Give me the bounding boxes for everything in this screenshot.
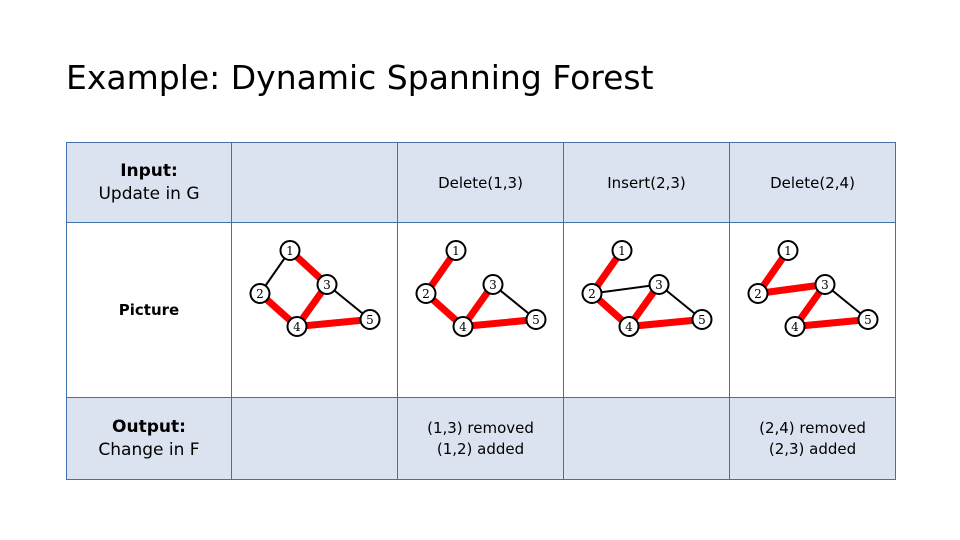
graph-after-insert-2-3: 1 2 3 4 5	[564, 223, 729, 397]
graph-edge-2-3	[757, 281, 825, 297]
graph-node-label-2: 2	[256, 287, 264, 301]
graph-node-label-1: 1	[286, 244, 294, 258]
graph-node-label-4: 4	[791, 320, 799, 334]
graph-node-label-5: 5	[366, 313, 374, 327]
graph-after-delete-2-4: 1 2 3 4 5	[730, 223, 895, 397]
graph-cell-delete-1-3: 1 2 3 4 5	[397, 222, 564, 398]
output-label-line1: Output:	[112, 417, 186, 438]
output-line2: (1,2) added	[436, 439, 525, 458]
graph-edge-4-5	[628, 316, 702, 330]
graph-cell-initial: 1 2 3 4 5	[231, 222, 398, 398]
graph-node-label-4: 4	[293, 320, 301, 334]
output-cell-insert-2-3	[563, 397, 730, 480]
graph-cell-delete-2-4: 1 2 3 4 5	[729, 222, 896, 398]
graph-node-label-3: 3	[655, 278, 663, 292]
header-cell-delete-1-3: Delete(1,3)	[397, 142, 564, 223]
page-title: Example: Dynamic Spanning Forest	[66, 58, 654, 97]
graph-node-label-5: 5	[532, 313, 540, 327]
graph-cell-insert-2-3: 1 2 3 4 5	[563, 222, 730, 398]
graph-node-2	[747, 283, 768, 304]
graph-node-1	[611, 240, 632, 261]
output-cell-initial	[231, 397, 398, 480]
header-cell-initial	[231, 142, 398, 223]
graph-node-label-3: 3	[323, 278, 331, 292]
graph-node-1	[445, 240, 466, 261]
output-cell-delete-2-4: (2,4) removed (2,3) added	[729, 397, 896, 480]
row-header-input: Input: Update in G	[66, 142, 232, 223]
row-header-picture: Picture	[66, 222, 232, 398]
graph-after-delete-1-3: 1 2 3 4 5	[398, 223, 563, 397]
graph-node-label-5: 5	[698, 313, 706, 327]
graph-node-3	[648, 274, 669, 295]
graph-node-label-5: 5	[864, 313, 872, 327]
graph-node-label-2: 2	[588, 287, 596, 301]
output-label-line2: Change in F	[98, 439, 200, 460]
graph-node-4	[286, 316, 307, 337]
output-line1: (1,3) removed	[427, 419, 534, 438]
graph-node-2	[581, 283, 602, 304]
graph-node-label-1: 1	[452, 244, 460, 258]
graph-node-5	[525, 309, 546, 330]
graph-edge-4-5	[794, 316, 868, 330]
graph-node-4	[618, 316, 639, 337]
output-cell-delete-1-3: (1,3) removed (1,2) added	[397, 397, 564, 480]
graph-node-label-2: 2	[422, 287, 430, 301]
graph-node-5	[857, 309, 878, 330]
graph-node-1	[279, 240, 300, 261]
graph-edge-2-3	[591, 283, 659, 295]
graph-node-2	[249, 283, 270, 304]
graph-node-label-1: 1	[618, 244, 626, 258]
table-row-output: Output: Change in F (1,3) removed (1,2) …	[66, 397, 896, 480]
graph-node-label-3: 3	[489, 278, 497, 292]
graph-node-3	[482, 274, 503, 295]
graph-node-3	[316, 274, 337, 295]
input-label-line1: Input:	[120, 161, 178, 182]
output-line1: (2,4) removed	[759, 419, 866, 438]
graph-node-1	[777, 240, 798, 261]
graph-node-label-3: 3	[821, 278, 829, 292]
dynamic-spanning-forest-table: Input: Update in G Delete(1,3) Insert(2,…	[66, 142, 896, 480]
header-cell-insert-2-3: Insert(2,3)	[563, 142, 730, 223]
graph-node-label-4: 4	[459, 320, 467, 334]
graph-edge-4-5	[462, 316, 536, 330]
graph-initial: 1 2 3 4 5	[232, 223, 397, 397]
header-cell-delete-2-4: Delete(2,4)	[729, 142, 896, 223]
graph-node-4	[452, 316, 473, 337]
graph-node-label-4: 4	[625, 320, 633, 334]
graph-node-label-2: 2	[754, 287, 762, 301]
graph-node-4	[784, 316, 805, 337]
graph-node-3	[814, 274, 835, 295]
table-row-picture: Picture 1 2 3 4 5 1 2 3 4 5 1 2 3 4 5 1 2 3 4 5	[66, 222, 896, 398]
input-label-line2: Update in G	[98, 183, 200, 204]
graph-edge-4-5	[296, 316, 370, 330]
table-row-input: Input: Update in G Delete(1,3) Insert(2,…	[66, 142, 896, 223]
graph-node-5	[691, 309, 712, 330]
graph-node-label-1: 1	[784, 244, 792, 258]
graph-node-5	[359, 309, 380, 330]
row-header-output: Output: Change in F	[66, 397, 232, 480]
output-line2: (2,3) added	[768, 439, 857, 458]
graph-node-2	[415, 283, 436, 304]
